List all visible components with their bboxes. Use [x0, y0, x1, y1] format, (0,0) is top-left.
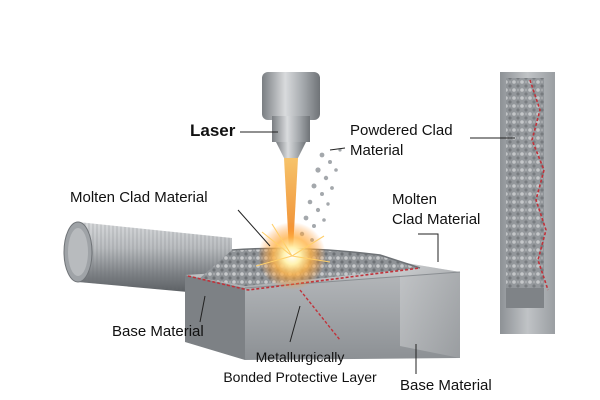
base-material-right-label: Base Material	[400, 377, 492, 394]
powdered-clad-label-line2: Material	[350, 142, 404, 159]
laser-label: Laser	[190, 121, 236, 140]
bond-line	[187, 267, 421, 291]
leader-lines	[199, 131, 515, 374]
bonded-layer-label-line1: Metallurgically	[255, 349, 345, 365]
bonded-layer-label-line2: Bonded Protective Layer	[223, 369, 377, 385]
powder-stream	[299, 148, 342, 242]
laser-nozzle	[262, 72, 320, 158]
cross-section-panel	[500, 72, 555, 334]
base-material-left-label: Base Material	[112, 323, 204, 340]
molten-clad-left-label: Molten Clad Material	[70, 189, 208, 206]
sparks	[255, 223, 331, 267]
molten-clad-right-label-line1: Molten	[392, 191, 438, 208]
molten-clad-right-label-line2: Clad Material	[392, 211, 481, 228]
laser-beam	[284, 158, 298, 250]
powdered-clad-label-line1: Powdered Clad	[350, 122, 453, 139]
